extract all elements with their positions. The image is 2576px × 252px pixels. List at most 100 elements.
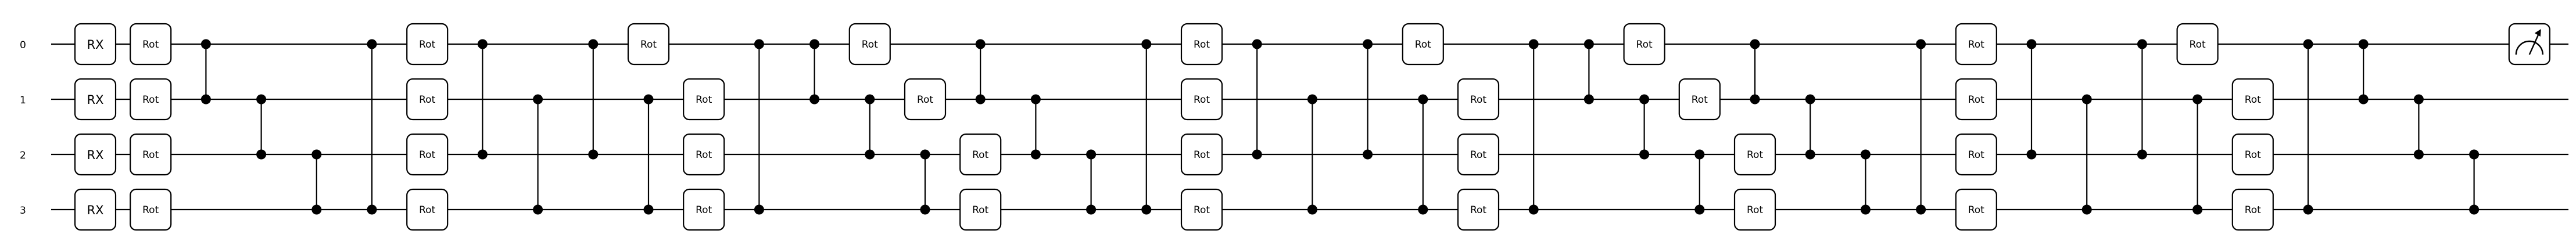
cz-control-dot <box>1860 204 1871 215</box>
cz-control-dot <box>1086 149 1097 160</box>
rot-gate-box <box>406 133 449 176</box>
cz-control-dot <box>1528 39 1539 49</box>
rot-gate: Rot <box>1733 188 1776 231</box>
rot-gate: Rot <box>406 188 449 231</box>
cz-control-dot <box>2192 94 2203 105</box>
rot-gate-box <box>1457 78 1500 121</box>
cz-control-dot <box>1418 94 1428 105</box>
rot-gate: Rot <box>683 188 725 231</box>
cz-control-dot <box>1583 94 1594 105</box>
cz-control-dot <box>1030 94 1041 105</box>
rot-gate-box <box>1402 23 1444 66</box>
cz-control-dot <box>2026 149 2037 160</box>
rot-gate-box <box>2231 133 2274 176</box>
rx-gate-box <box>74 78 117 121</box>
rx-gate-box <box>74 23 117 66</box>
cz-control-dot <box>1750 94 1760 105</box>
wire-label-0: 0 <box>20 39 26 51</box>
cz-control-dot <box>588 149 599 160</box>
rot-gate-label: Rot <box>696 94 712 106</box>
cz-control-dot <box>1750 39 1760 49</box>
rot-gate-box <box>1623 23 1665 66</box>
wire-label-2: 2 <box>20 150 26 161</box>
rot-gate: Rot <box>2176 23 2219 66</box>
rx-gate: RX <box>74 188 117 231</box>
cz-control-dot <box>1418 204 1428 215</box>
wire-label-1: 1 <box>20 95 26 106</box>
wire-label-3: 3 <box>20 205 26 217</box>
rot-gate-label: Rot <box>2190 39 2206 51</box>
cz-control-dot <box>1363 39 1373 49</box>
rot-gate-box <box>1955 188 1997 231</box>
cz-control-dot <box>1916 39 1926 49</box>
cz-control-dot <box>2192 204 2203 215</box>
rot-gate: Rot <box>959 133 1002 176</box>
rot-gate-box <box>1733 133 1776 176</box>
cz-control-dot <box>1639 94 1650 105</box>
cz-control-dot <box>920 149 930 160</box>
rot-gate-label: Rot <box>1968 149 1984 161</box>
rot-gate-box <box>1180 78 1223 121</box>
rot-gate-label: Rot <box>972 149 988 161</box>
cz-control-dot <box>754 204 764 215</box>
cz-control-dot <box>477 149 488 160</box>
rot-gate-box <box>1457 188 1500 231</box>
rot-gate-box <box>2231 188 2274 231</box>
measure-meter-icon <box>2515 29 2543 55</box>
rot-gate-label: Rot <box>1194 204 1210 216</box>
rot-gate-label: Rot <box>419 204 435 216</box>
cz-control-dot <box>2358 39 2369 49</box>
cz-control-dot <box>2413 149 2424 160</box>
rot-gate: Rot <box>2231 133 2274 176</box>
cz-control-dot <box>367 204 377 215</box>
cz-control-dot <box>809 94 820 105</box>
rx-gate: RX <box>74 78 117 121</box>
cz-control-dot <box>533 204 543 215</box>
rot-gate-label: Rot <box>419 94 435 106</box>
rot-gate: Rot <box>627 23 670 66</box>
rot-gate-label: Rot <box>142 39 159 51</box>
rot-gate: Rot <box>1955 23 1997 66</box>
rx-gate: RX <box>74 133 117 176</box>
rot-gate: Rot <box>130 133 172 176</box>
rot-gate-box <box>1955 23 1997 66</box>
rot-gate: Rot <box>1457 78 1500 121</box>
rot-gate-box <box>406 78 449 121</box>
rot-gate: Rot <box>1180 188 1223 231</box>
rx-gate-label: RX <box>87 203 104 217</box>
cz-control-dot <box>2026 39 2037 49</box>
cz-control-dot <box>200 94 211 105</box>
cz-control-dot <box>200 39 211 49</box>
rot-gate-box <box>2176 23 2219 66</box>
cz-control-dot <box>920 204 930 215</box>
cz-control-dot <box>2358 94 2369 105</box>
cz-control-dot <box>2413 94 2424 105</box>
rot-gate-label: Rot <box>142 94 159 106</box>
connectors-layer <box>205 44 2475 210</box>
cz-control-dot <box>1252 149 1262 160</box>
rot-gate-box <box>1457 133 1500 176</box>
rx-gate-label: RX <box>87 93 104 107</box>
cz-control-dot <box>1030 149 1041 160</box>
cz-control-dot <box>477 39 488 49</box>
rot-gate: Rot <box>1733 133 1776 176</box>
cz-control-dot <box>643 204 654 215</box>
rot-gate-box <box>1678 78 1721 121</box>
rot-gate: Rot <box>1955 133 1997 176</box>
rot-gate: Rot <box>406 78 449 121</box>
rot-gate: Rot <box>1678 78 1721 121</box>
cz-control-dot <box>533 94 543 105</box>
cz-control-dot <box>1307 94 1317 105</box>
gates-layer: RXRXRXRXRotRotRotRotRotRotRotRotRotRotRo… <box>74 23 2550 231</box>
cz-control-dot <box>2081 94 2092 105</box>
cz-control-dot <box>975 94 986 105</box>
rot-gate: Rot <box>1955 78 1997 121</box>
rot-gate: Rot <box>1457 188 1500 231</box>
rot-gate-label: Rot <box>419 149 435 161</box>
rot-gate-box <box>1180 23 1223 66</box>
rot-gate: Rot <box>1457 133 1500 176</box>
rot-gate-label: Rot <box>142 149 159 161</box>
cz-control-dot <box>311 149 322 160</box>
rot-gate: Rot <box>1180 133 1223 176</box>
